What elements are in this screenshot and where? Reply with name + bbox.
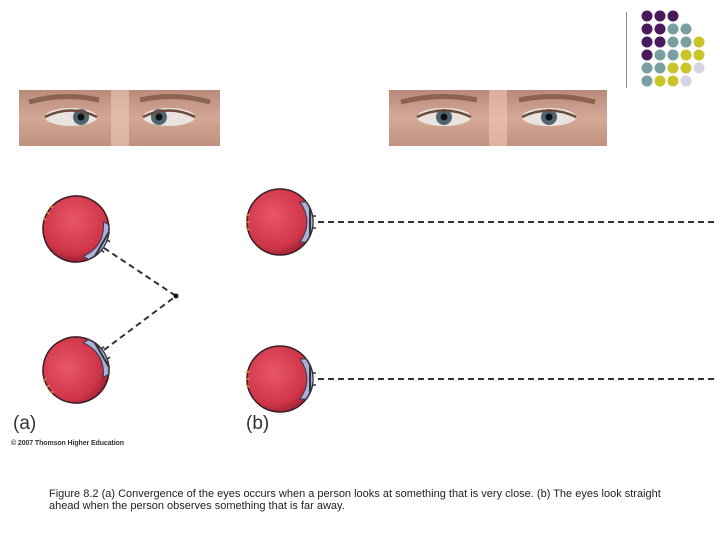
eye-a-top [29, 182, 125, 277]
photo-converged-eyes [19, 90, 220, 146]
eye-b-bottom [245, 345, 317, 413]
fixation-point [173, 293, 179, 299]
eye-diagram [29, 182, 716, 417]
convergence-line-bottom [103, 295, 177, 351]
figure-caption: Figure 8.2 (a) Convergence of the eyes o… [49, 488, 661, 512]
decorative-dot-grid [641, 10, 705, 87]
panel-b-label: (b) [246, 413, 270, 434]
eye-a-bottom [29, 322, 125, 417]
copyright-notice: © 2007 Thomson Higher Education [11, 440, 124, 447]
photo-straight-eyes [389, 90, 607, 146]
panel-a-label: (a) [13, 413, 37, 434]
convergence-line-top [103, 247, 177, 297]
divider-line [626, 12, 627, 88]
eye-b-top [245, 188, 317, 256]
